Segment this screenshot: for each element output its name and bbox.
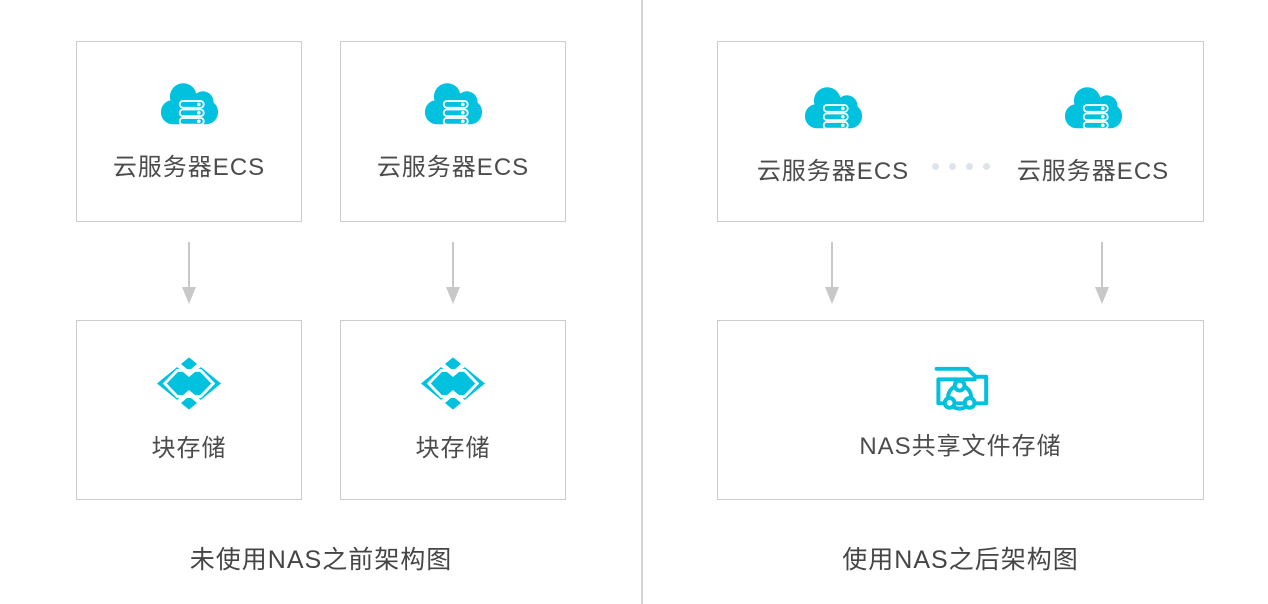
block-storage-label: 块存储 [415,435,491,462]
before-block-storage-box-1: 块存储 [76,320,302,500]
ellipsis-dots-icon [932,163,990,170]
after-ecs-box: 云服务器ECS [717,41,1204,222]
before-caption: 未使用NAS之前架构图 [189,546,453,574]
cloud-server-icon [804,86,862,133]
cloud-server-icon [160,82,218,129]
ecs-label: 云服务器ECS [1016,158,1170,185]
block-storage-icon [157,357,221,410]
before-ecs-box-1: 云服务器ECS [76,41,302,222]
before-ecs-box-2: 云服务器ECS [340,41,566,222]
down-arrow-icon [1094,242,1110,304]
down-arrow-icon [445,242,461,304]
nas-shared-folder-icon [926,359,995,414]
after-caption: 使用NAS之后架构图 [842,546,1079,574]
after-nas-box: NAS共享文件存储 [717,320,1204,500]
ecs-label: 云服务器ECS [756,158,910,185]
ecs-group-2: 云服务器ECS [1003,86,1183,186]
ecs-label: 云服务器ECS [376,153,530,181]
block-storage-label: 块存储 [151,435,227,462]
nas-storage-label: NAS共享文件存储 [859,433,1062,460]
cloud-server-icon [1064,86,1122,133]
down-arrow-icon [824,242,840,304]
block-storage-icon [421,357,485,410]
before-block-storage-box-2: 块存储 [340,320,566,500]
cloud-server-icon [424,82,482,129]
down-arrow-icon [181,242,197,304]
ecs-label: 云服务器ECS [112,153,266,181]
section-divider [641,0,643,604]
ecs-group-1: 云服务器ECS [743,86,923,186]
